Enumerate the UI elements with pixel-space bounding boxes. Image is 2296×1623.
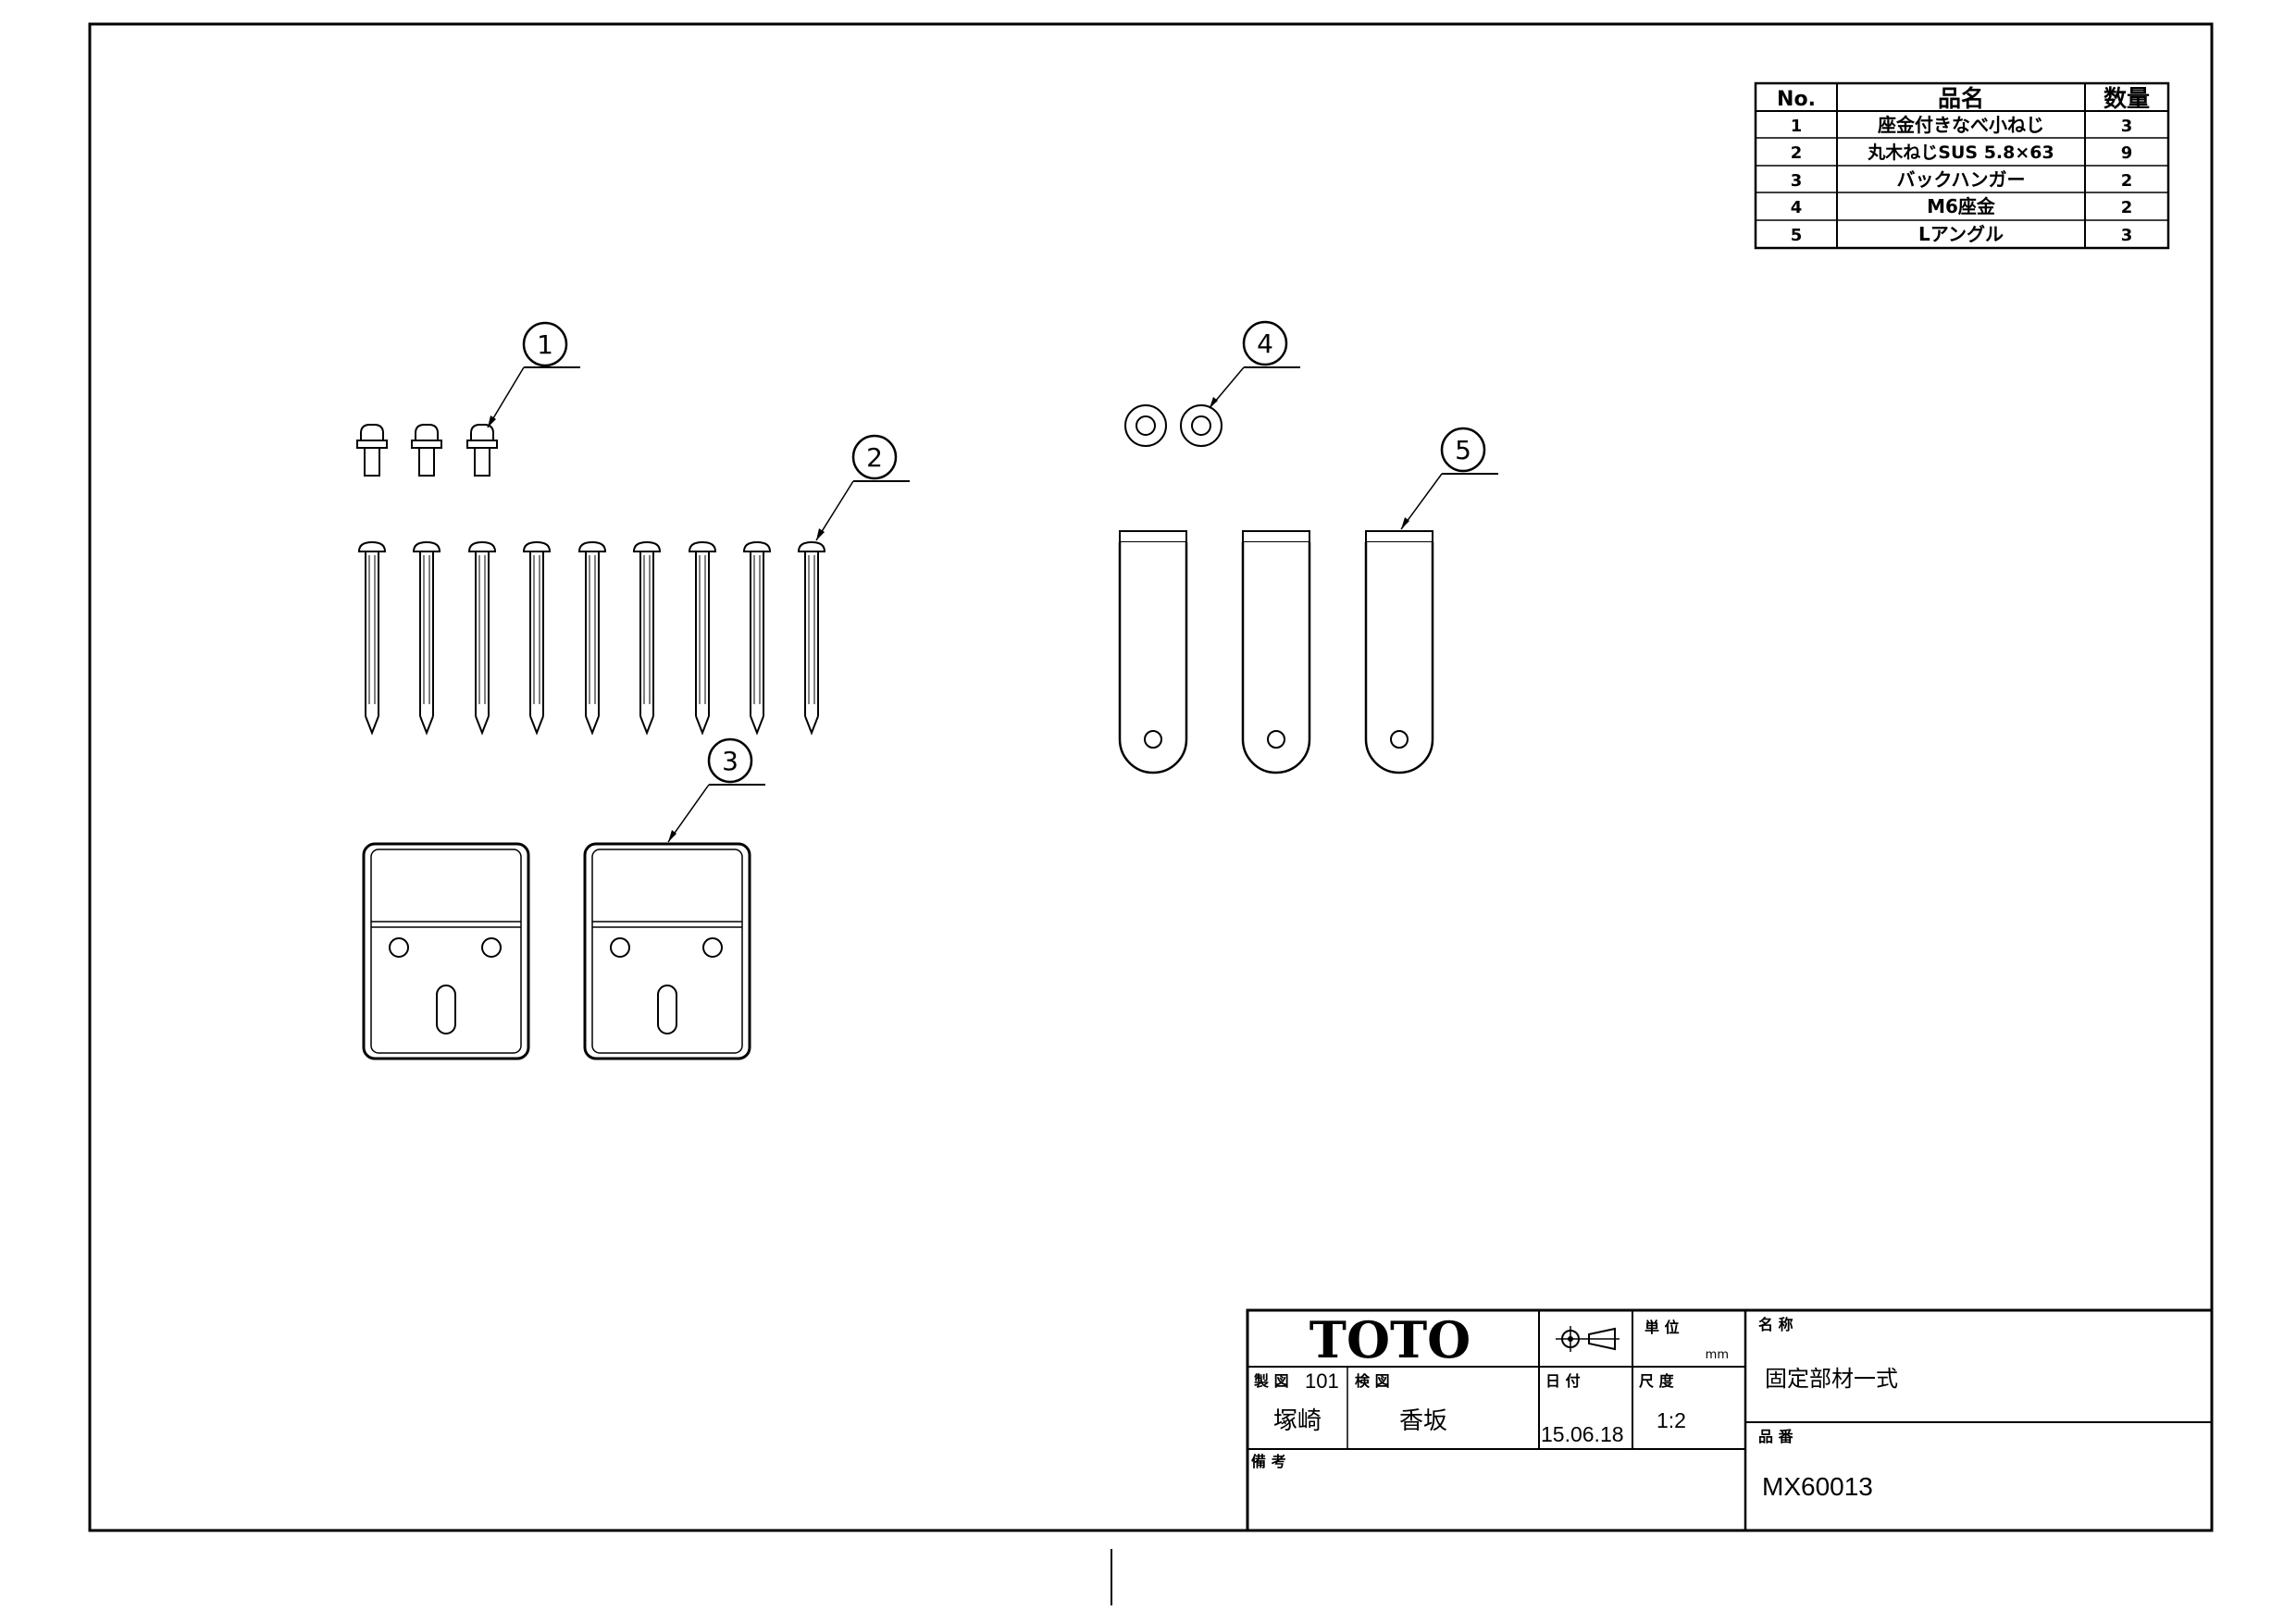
table-row-5-name: Lアングル — [1918, 223, 2004, 245]
remarks-label: 備 考 — [1251, 1453, 1286, 1470]
scale-value: 1:2 — [1657, 1408, 1686, 1432]
name-label: 名 称 — [1758, 1316, 1793, 1333]
callout-2: 2 — [815, 434, 910, 541]
drawn-by: 塚崎 — [1273, 1407, 1322, 1435]
scale-label: 尺 度 — [1639, 1372, 1675, 1390]
item-1-pan-head-screws — [356, 424, 498, 477]
table-header-no: No. — [1777, 88, 1816, 111]
callout-3: 3 — [667, 737, 765, 843]
table-header-qty: 数量 — [2104, 85, 2150, 112]
table-row-2-qty: 9 — [2121, 143, 2133, 163]
table-row-3-no: 3 — [1791, 171, 1803, 191]
checked-by: 香坂 — [1399, 1407, 1447, 1435]
item-3-back-hangers — [362, 842, 751, 1060]
callout-1-label: 1 — [537, 329, 553, 360]
callout-1: 1 — [487, 321, 580, 428]
item-5-l-angles — [1118, 529, 1434, 774]
callout-4: 4 — [1209, 320, 1300, 409]
table-row-1-no: 1 — [1791, 117, 1803, 136]
drawn-label: 製 図 — [1253, 1372, 1289, 1390]
table-row-3-name: バックハンガー — [1897, 168, 2026, 191]
company-logo: TOTO — [1309, 1310, 1471, 1369]
drawn-number: 101 — [1305, 1369, 1339, 1393]
checked-label: 検 図 — [1355, 1372, 1390, 1390]
table-row-1-name: 座金付きなべ小ねじ — [1878, 114, 2044, 136]
date-label: 日 付 — [1545, 1372, 1581, 1390]
callout-5-label: 5 — [1455, 435, 1471, 465]
name-value: 固定部材一式 — [1765, 1366, 1898, 1392]
date-value: 15.06.18 — [1541, 1422, 1624, 1446]
item-2-wood-screws — [358, 541, 825, 734]
table-row-4-no: 4 — [1791, 198, 1803, 217]
projection-symbol-icon — [1556, 1326, 1620, 1352]
title-block: TOTO 単 位 mm 名 称 固定部材一式 製 図 101 塚崎 検 図 香坂… — [1246, 1308, 2214, 1532]
unit-label: 単 位 — [1644, 1319, 1680, 1336]
unit-value: mm — [1706, 1348, 1729, 1362]
item-4-washers — [1124, 404, 1222, 447]
table-row-2-no: 2 — [1791, 143, 1803, 163]
table-row-5-no: 5 — [1791, 226, 1803, 245]
table-row-4-qty: 2 — [2121, 198, 2133, 217]
callout-4-label: 4 — [1257, 328, 1273, 359]
part-number-value: MX60013 — [1762, 1472, 1873, 1501]
table-header-name: 品名 — [1938, 85, 1984, 112]
table-row-3-qty: 2 — [2121, 171, 2133, 191]
table-row-2-name: 丸木ねじSUS 5.8×63 — [1867, 142, 2054, 163]
table-row-5-qty: 3 — [2121, 226, 2133, 245]
table-row-1-qty: 3 — [2121, 117, 2133, 136]
callout-5: 5 — [1400, 427, 1498, 530]
table-row-4-name: M6座金 — [1927, 195, 1996, 217]
callout-3-label: 3 — [722, 746, 738, 776]
parts-table: No. 品名 数量 1 座金付きなべ小ねじ 3 2 丸木ねじSUS 5.8×63… — [1754, 81, 2170, 250]
drawing-frame — [88, 22, 2214, 1532]
part-number-label: 品 番 — [1758, 1428, 1794, 1445]
callout-2-label: 2 — [866, 442, 883, 473]
